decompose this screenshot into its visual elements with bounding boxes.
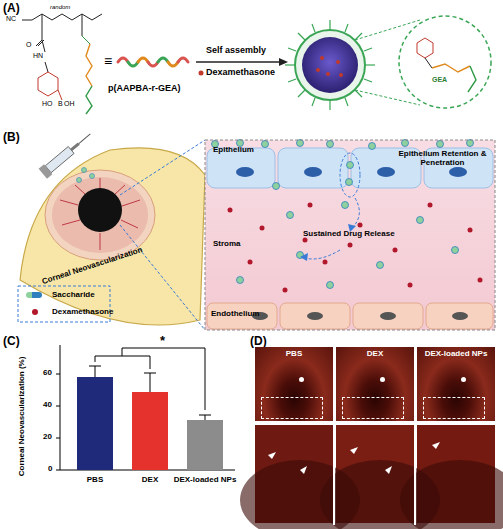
chemical-structure: [22, 14, 102, 114]
figure-label: PBS: [80, 476, 110, 485]
zoom-box: [342, 397, 404, 419]
figure-label: O: [26, 41, 31, 49]
legend-sample: [26, 292, 42, 298]
equivalence-sign: ≡: [104, 53, 112, 69]
figure-label: Self assembly: [206, 46, 266, 56]
cornea-zoom: [205, 140, 495, 331]
legend-text: Saccharide: [52, 290, 95, 299]
figure-label: Dexamethasone: [206, 68, 275, 78]
figure-label: (B): [3, 131, 20, 144]
legend-sample: [32, 309, 38, 315]
figure-label: 20: [43, 433, 52, 442]
figure-label: p(AAPBA-r-GEA): [108, 84, 181, 94]
endothelium-layer: Endothelium: [205, 300, 495, 330]
epithelium-layer: Epithelium: [205, 140, 495, 195]
figure-label: (A): [3, 2, 20, 15]
zoom-circle: [355, 16, 491, 108]
stroma-layer: Stroma: [205, 195, 495, 300]
pupil-reflection: [380, 377, 385, 382]
figure-label: GEA: [432, 76, 447, 84]
zoom-box: [423, 397, 485, 419]
figure-label: (C): [3, 335, 20, 348]
node-text: Stroma: [213, 240, 241, 249]
zoom-box: [261, 397, 323, 419]
figure-label: random: [50, 4, 70, 11]
figure-label: Corneal Neovascularization (%): [18, 352, 27, 480]
bar-chart: [56, 345, 235, 470]
figure-label: Sustained Drug Release: [303, 230, 395, 239]
figure-label: HO: [42, 100, 53, 108]
nanoparticle: [285, 20, 375, 110]
figure-label: Epithelium Retention & Penetration: [395, 150, 490, 168]
eye-photo: DEX-loaded NPs: [417, 347, 495, 421]
figure-label: B: [58, 100, 63, 108]
eye-photo: PBS: [255, 347, 333, 421]
syringe: [39, 129, 95, 179]
pupil-reflection: [299, 377, 304, 382]
figure-label: HN: [33, 52, 43, 60]
node-text: PBS: [255, 350, 333, 359]
figure-label: NC: [6, 15, 16, 23]
eye-photo: DEX: [336, 347, 414, 421]
figure-label: DEX-loaded NPs: [168, 476, 242, 485]
figure-label: 0: [48, 465, 52, 474]
node-text: DEX-loaded NPs: [417, 350, 495, 359]
legend-text: Dexamethasone: [52, 307, 113, 316]
figure-label: 60: [43, 369, 52, 378]
eye-illustration: [18, 129, 205, 330]
figure-label: OH: [64, 100, 75, 108]
eye-photo-zoom: [240, 424, 503, 529]
node-text: Endothelium: [211, 310, 259, 319]
figure-label: 40: [43, 401, 52, 410]
figure-label: *: [160, 334, 165, 348]
polymer-chain: [118, 58, 188, 66]
node-text: Epithelium: [213, 146, 254, 155]
node-text: DEX: [336, 350, 414, 359]
figure-label: DEX: [135, 476, 165, 485]
pupil-reflection: [461, 377, 466, 382]
